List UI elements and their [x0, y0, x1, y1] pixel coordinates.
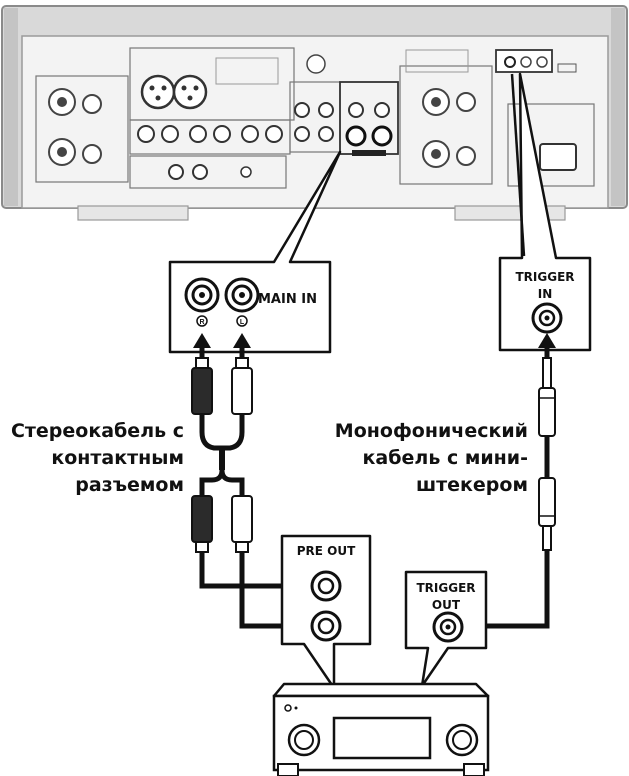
speaker-terminal-icon: [48, 88, 102, 166]
mono-cable-caption-line2: кабель с мини-: [362, 447, 528, 469]
rca-input-row-icon: [137, 125, 283, 143]
pre-out-label: PRE OUT: [297, 544, 356, 558]
pre-out-callout: PRE OUT: [280, 534, 372, 690]
mono-cable-caption-line1: Монофонический: [334, 420, 528, 442]
main-in-jack-r-icon: [184, 277, 220, 313]
stereo-rca-cable: [191, 333, 312, 635]
amplifier-rear-panel: [1, 5, 628, 221]
trigger-in-jack-icon: [531, 302, 563, 334]
main-in-jack-l-icon: [224, 277, 260, 313]
stereo-cable-caption-line3: разъемом: [75, 474, 184, 496]
pre-out-jack-upper-icon: [310, 570, 342, 602]
stereo-cable-caption-line2: контактным: [51, 447, 184, 469]
main-in-callout: R L MAIN IN: [168, 150, 342, 354]
trigger-in-label-2: IN: [538, 287, 553, 301]
mono-cable-caption: Монофонический кабель с мини- штекером: [330, 418, 528, 499]
jack-r-label: R: [199, 319, 204, 326]
pre-out-jack-lower-icon: [310, 610, 342, 642]
mono-cable-caption-line3: штекером: [415, 474, 528, 496]
main-in-label: MAIN IN: [258, 292, 317, 307]
trigger-out-jack-icon: [432, 611, 464, 643]
trigger-in-callout: TRIGGER IN: [498, 72, 592, 352]
trigger-out-callout: TRIGGER OUT: [404, 570, 488, 688]
stereo-cable-caption: Стереокабель с контактным разъемом: [6, 418, 184, 499]
receiver-front-icon: [272, 682, 490, 776]
trigger-out-label-1: TRIGGER: [416, 581, 475, 595]
stereo-cable-caption-line1: Стереокабель с: [10, 420, 184, 442]
trigger-out-label-2: OUT: [432, 598, 461, 612]
jack-l-label: L: [240, 319, 245, 326]
xlr-input-icon: [140, 74, 208, 110]
trigger-in-label-1: TRIGGER: [515, 270, 574, 284]
